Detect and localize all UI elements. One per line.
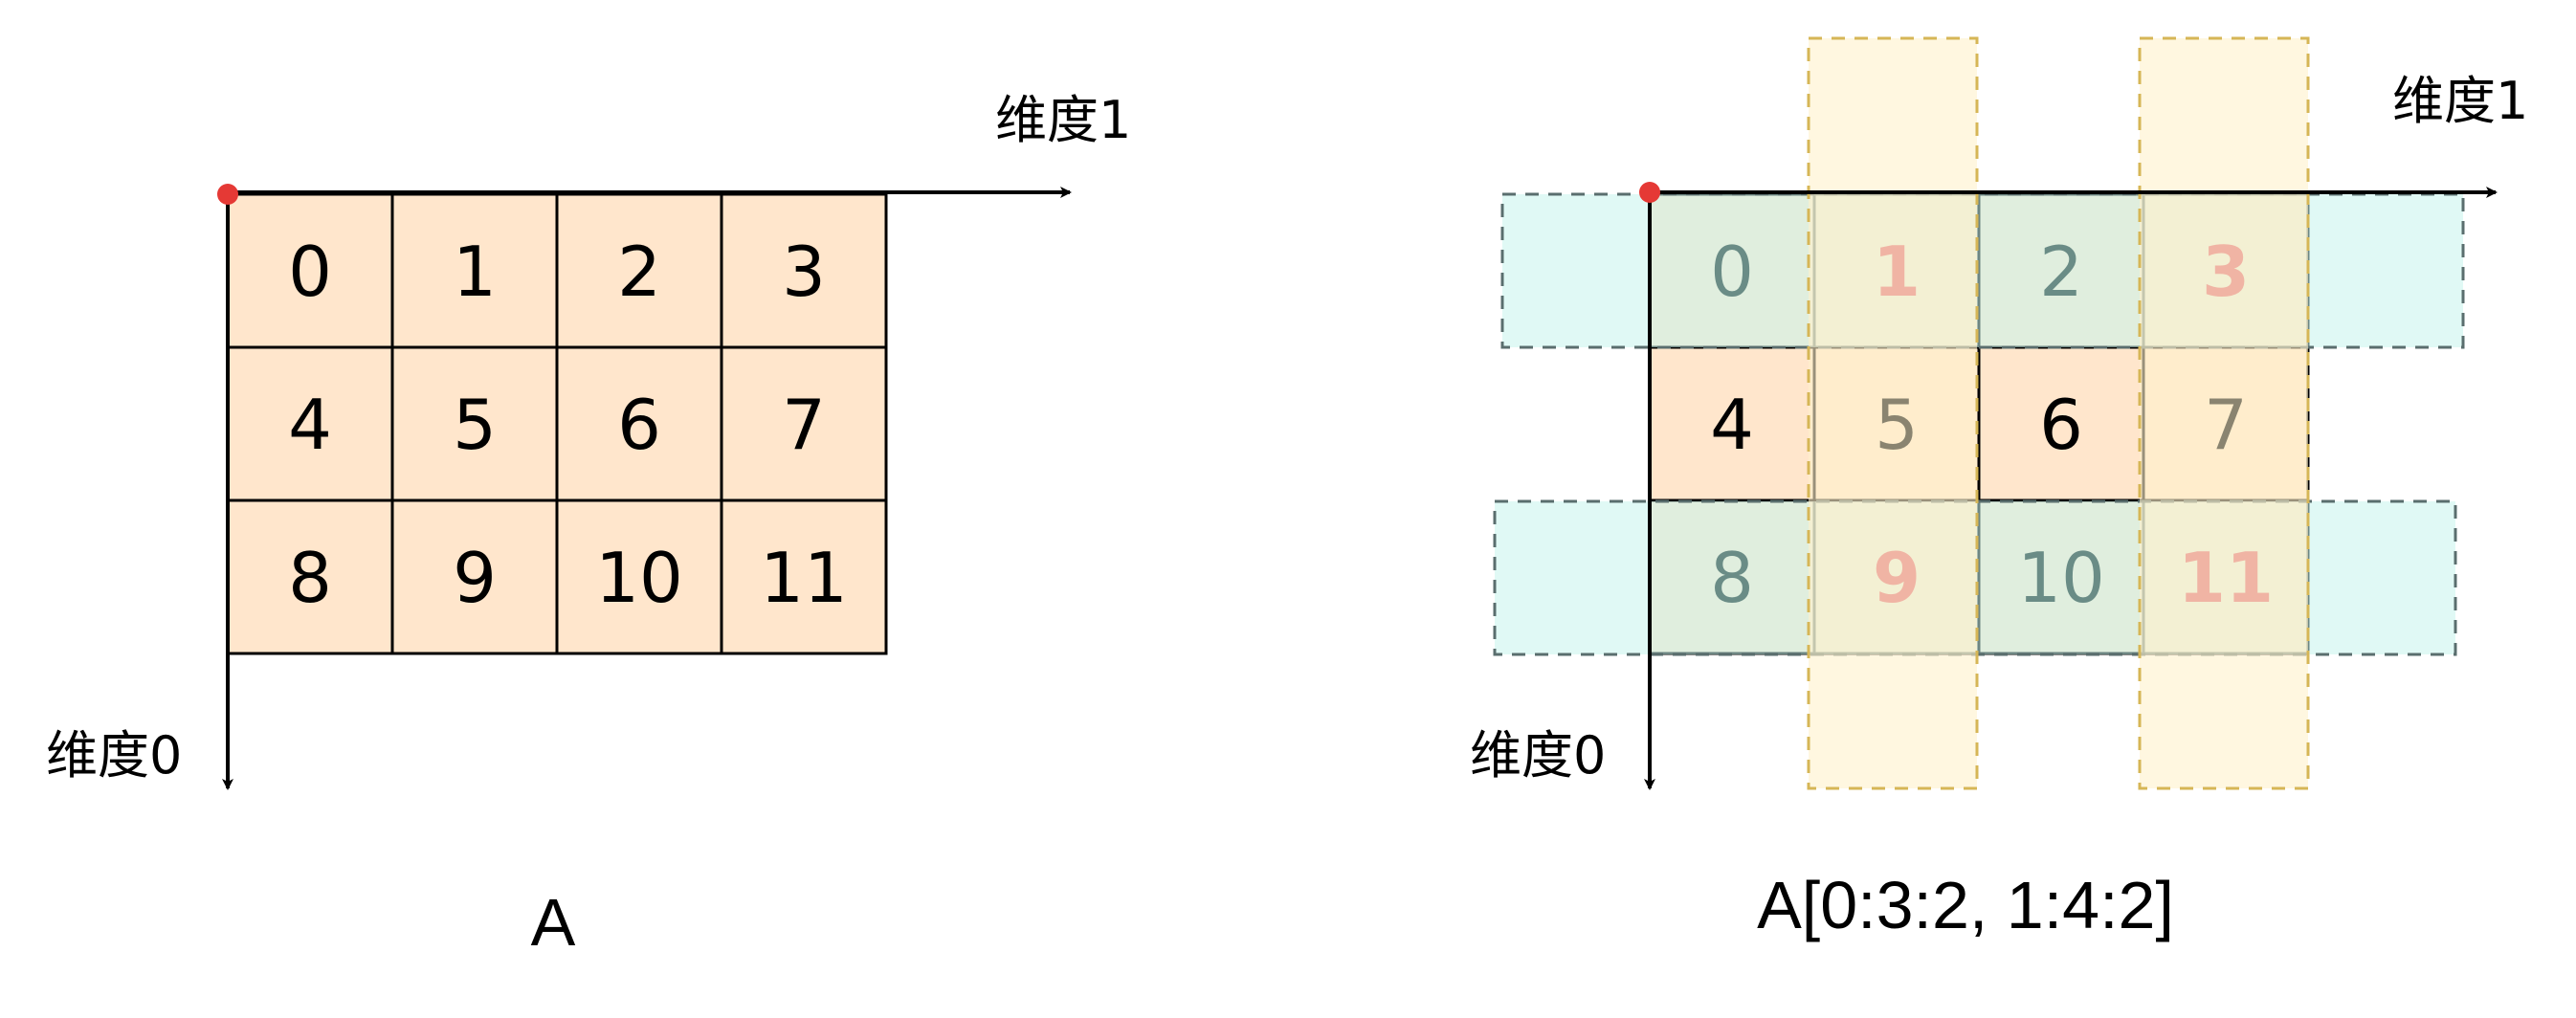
- left-cell-value: 3: [782, 232, 826, 312]
- left-cell: [390, 192, 559, 349]
- left-cell-value: 10: [595, 538, 683, 618]
- selected-cell-value: 9: [1873, 538, 1921, 618]
- left-cell-value: 6: [617, 385, 661, 465]
- left-cell-value: 0: [288, 232, 332, 312]
- row-band-0: [1500, 192, 2465, 349]
- right-array-diagram: 0 1 2 3 4 5 6 7 8 9 10 11 维度1 维度0 A[0:3:2, 1:4:2]: [1470, 36, 2528, 942]
- left-caption: A: [531, 885, 576, 960]
- right-cell-value: 4: [1710, 385, 1754, 465]
- right-cell-value: 10: [2017, 538, 2105, 618]
- col-band-1: [1807, 36, 1979, 790]
- left-axis-dim1-label: 维度1: [995, 90, 1131, 150]
- left-cell-value: 11: [760, 538, 848, 618]
- left-cell-value: 7: [782, 385, 826, 465]
- right-cell-value: 6: [2039, 385, 2083, 465]
- left-grid: 0 1 2 3 4 5 6 7 8 9 10 11: [226, 192, 888, 655]
- left-cell: [720, 192, 888, 349]
- left-cell-value: 9: [453, 538, 497, 618]
- left-cell-value: 8: [288, 538, 332, 618]
- selected-cell-value: 11: [2178, 538, 2274, 618]
- left-cell: [720, 345, 888, 502]
- selected-cell-value: 1: [1873, 232, 1921, 312]
- left-cells: 0 1 2 3 4 5 6 7 8 9 10 11: [226, 192, 888, 655]
- right-cell-value: 5: [1875, 385, 1919, 465]
- right-axis-dim0-label: 维度0: [1470, 725, 1606, 786]
- left-cell: [226, 192, 394, 349]
- right-axis-dim1-label: 维度1: [2392, 71, 2528, 131]
- left-origin-dot: [217, 184, 238, 205]
- right-cell-labels: 0 1 2 3 4 5 6 7 8 9 10 11: [1710, 232, 2274, 618]
- left-array-diagram: 0 1 2 3 4 5 6 7 8 9 10 11 维度1 维度0 A: [46, 90, 1131, 960]
- col-band-3: [2138, 36, 2310, 790]
- left-cell-value: 2: [617, 232, 661, 312]
- left-cell-value: 4: [288, 385, 332, 465]
- right-cell-value: 0: [1710, 232, 1754, 312]
- right-origin-dot: [1639, 182, 1660, 203]
- right-caption: A[0:3:2, 1:4:2]: [1757, 868, 2174, 942]
- selected-cell-value: 3: [2202, 232, 2250, 312]
- left-cell: [390, 345, 559, 502]
- right-cell-value: 2: [2039, 232, 2083, 312]
- left-cell-value: 5: [453, 385, 497, 465]
- left-cell: [390, 498, 559, 655]
- col-selection-bands: [1807, 36, 2310, 790]
- right-cell-value: 8: [1710, 538, 1754, 618]
- left-cell: [720, 498, 888, 655]
- right-cell-value: 7: [2204, 385, 2248, 465]
- left-cell-value: 1: [453, 232, 497, 312]
- left-axis-dim0-label: 维度0: [46, 725, 182, 786]
